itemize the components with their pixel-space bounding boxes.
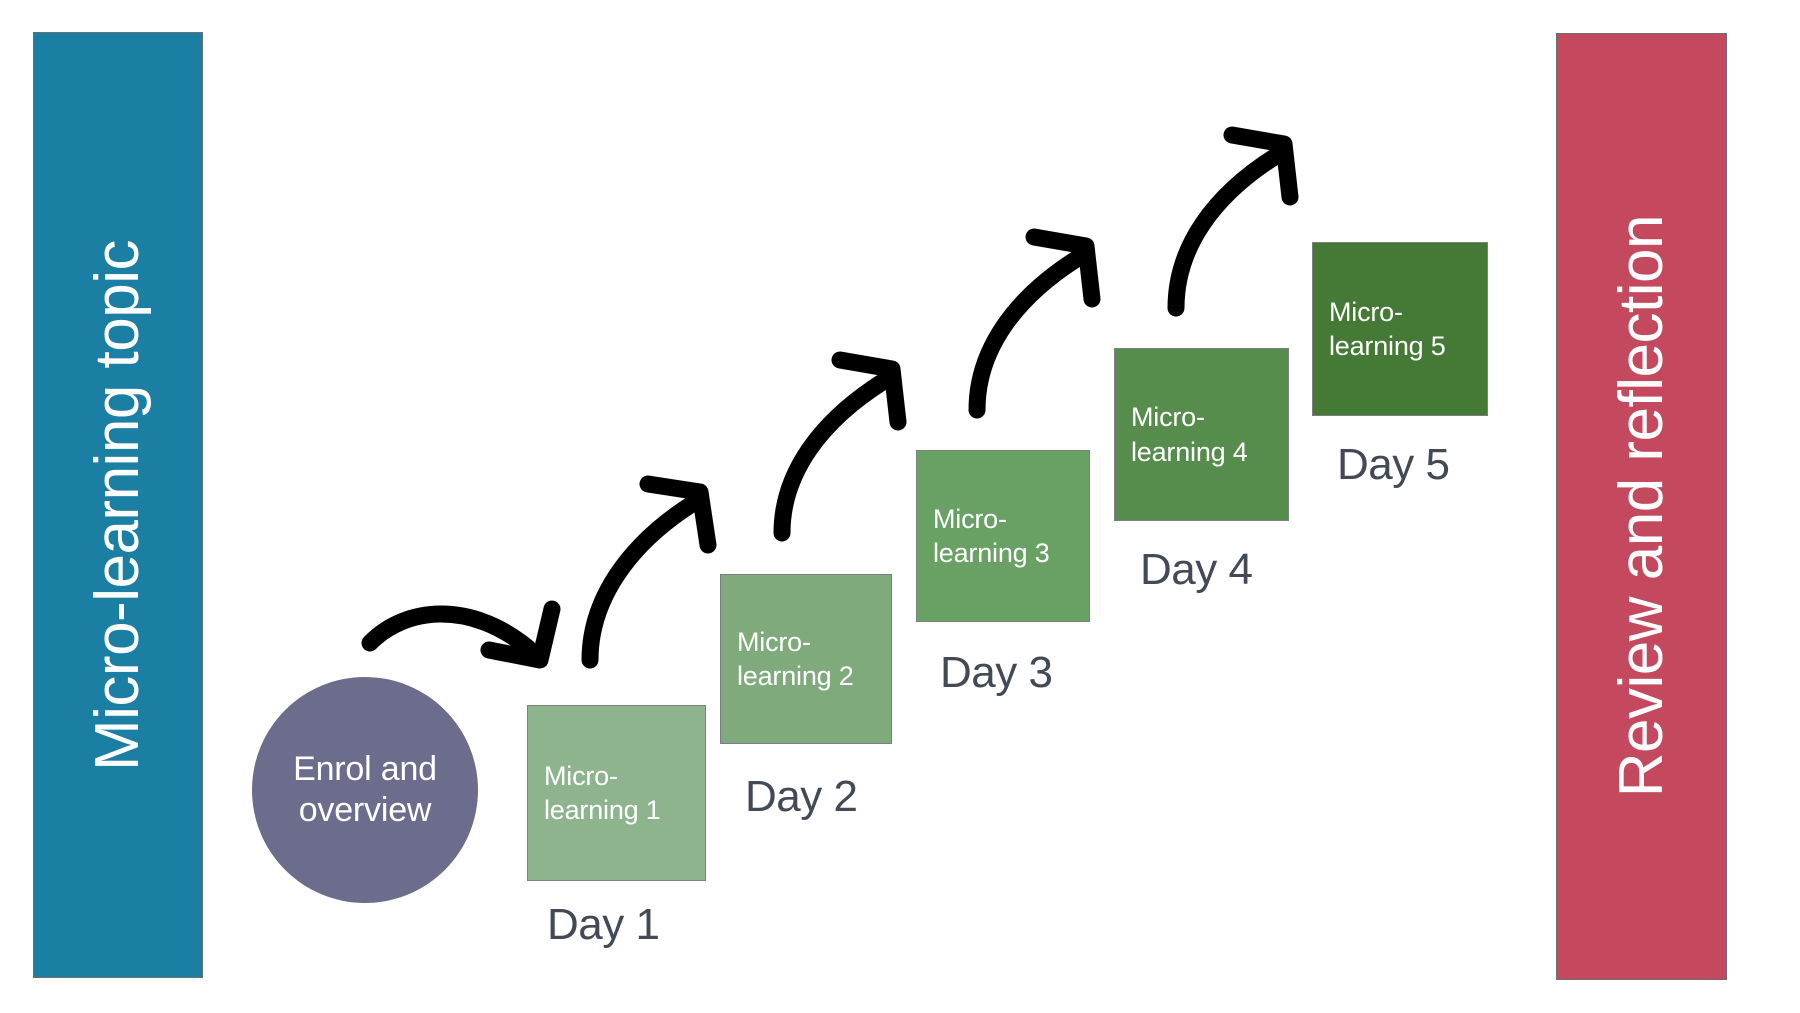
caption-day-4: Day 4: [1140, 545, 1253, 594]
node-micro-learning-5-label: Micro-learning 5: [1329, 296, 1446, 361]
banner-micro-learning-topic: Micro-learning topic: [33, 32, 203, 978]
node-micro-learning-3-label: Micro-learning 3: [933, 503, 1050, 568]
banner-right-label: Review and reflection: [1606, 215, 1676, 798]
banner-review-and-reflection: Review and reflection: [1556, 33, 1727, 980]
node-micro-learning-4-label: Micro-learning 4: [1131, 402, 1248, 467]
node-micro-learning-5: Micro-learning 5: [1312, 242, 1488, 416]
arrow-circle-to-step-1-icon: [361, 600, 561, 669]
arrow-step-2-to-step-3-icon: [773, 351, 907, 542]
node-micro-learning-2-label: Micro-learning 2: [737, 626, 854, 691]
arrow-step-4-to-step-5-icon: [1167, 126, 1299, 317]
node-micro-learning-1-label: Micro-learning 1: [544, 760, 661, 825]
node-micro-learning-4: Micro-learning 4: [1114, 348, 1289, 521]
caption-day-5: Day 5: [1337, 440, 1450, 489]
node-micro-learning-1: Micro-learning 1: [527, 705, 706, 881]
caption-day-1: Day 1: [547, 900, 660, 949]
arrow-step-1-to-step-2-icon: [581, 475, 717, 669]
banner-left-label: Micro-learning topic: [83, 239, 152, 771]
node-enrol-label: Enrol and overview: [293, 749, 437, 829]
node-micro-learning-2: Micro-learning 2: [720, 574, 892, 744]
caption-day-2: Day 2: [745, 772, 858, 821]
arrow-step-3-to-step-4-icon: [968, 228, 1101, 419]
caption-day-3: Day 3: [940, 648, 1053, 697]
node-enrol-and-overview: Enrol and overview: [252, 677, 478, 903]
node-micro-learning-3: Micro-learning 3: [916, 450, 1090, 622]
